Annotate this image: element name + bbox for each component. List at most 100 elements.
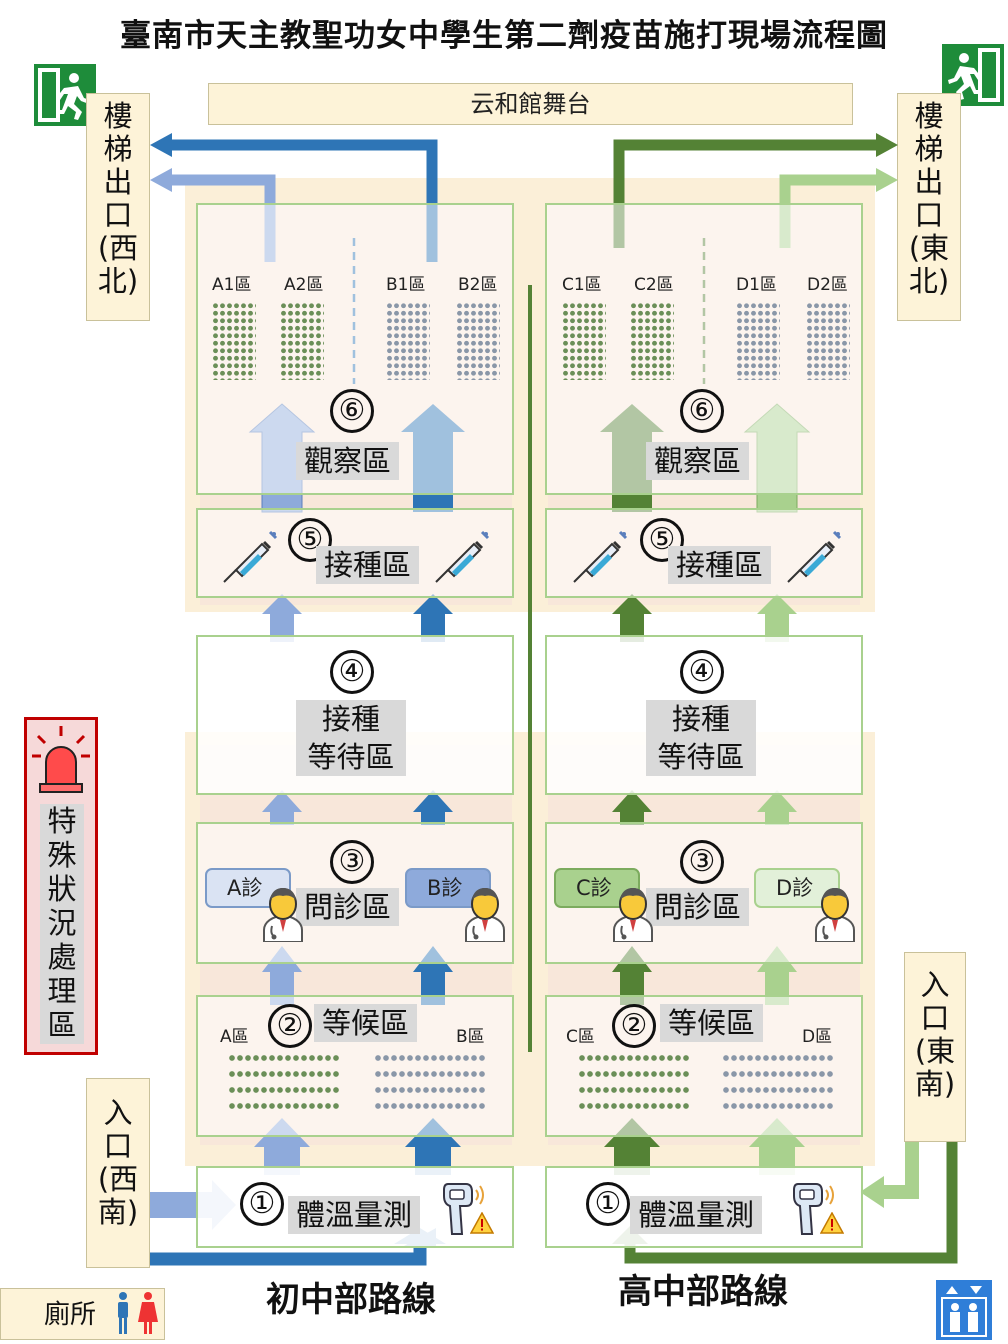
up-arrow-b-inject bbox=[413, 594, 453, 642]
seat-grid-a1 bbox=[212, 302, 256, 380]
special-area-char: 殊 bbox=[47, 838, 77, 872]
seat-grid-waiting-a bbox=[228, 1050, 340, 1116]
elevator-icon bbox=[936, 1280, 992, 1340]
area-label-a2: A2區 bbox=[284, 275, 324, 295]
waiting-label-right: 等候區 bbox=[660, 1004, 764, 1042]
step-number-6-right: ⑥ bbox=[680, 389, 724, 433]
seat-grid-a2 bbox=[280, 302, 324, 380]
exit-northeast-char: 出 bbox=[914, 165, 944, 199]
restroom-box bbox=[0, 1288, 165, 1340]
entrance-route-c bbox=[624, 1142, 958, 1264]
special-area-char: 特 bbox=[47, 804, 77, 838]
seat-grid-b1 bbox=[386, 302, 430, 380]
seat-grid-b2 bbox=[456, 302, 500, 380]
stage-label: 云和館舞台 bbox=[470, 90, 591, 118]
warning-icon bbox=[820, 1212, 844, 1234]
exit-sign-icon bbox=[34, 64, 96, 126]
step-number-5-left: ⑤ bbox=[288, 518, 332, 562]
area-label-b2: B2區 bbox=[458, 275, 498, 295]
entrance-southwest-char: 口 bbox=[103, 1129, 133, 1163]
step-number-2-left: ② bbox=[268, 1004, 312, 1048]
waiting-area-c-label: C區 bbox=[566, 1027, 595, 1047]
syringe-icon bbox=[787, 530, 842, 583]
exit-northwest-char: 梯 bbox=[103, 132, 133, 166]
doctor-icon bbox=[613, 888, 653, 942]
exit-route-c-head bbox=[876, 133, 898, 157]
exit-northeast-char: (東 bbox=[908, 231, 950, 265]
page-title: 臺南市天主教聖功女中學生第二劑疫苗施打現場流程圖 bbox=[120, 18, 888, 54]
exit-northeast-box: 樓 梯 出 口 (東 北) bbox=[897, 93, 961, 321]
wait-inject-line-1: 接種 bbox=[671, 702, 730, 736]
up-arrow-b-temp bbox=[405, 1118, 461, 1175]
step-number-3-right: ③ bbox=[680, 840, 724, 884]
special-area-char: 狀 bbox=[47, 872, 77, 906]
step-number-2-right: ② bbox=[612, 1004, 656, 1048]
exit-northeast-char: 梯 bbox=[914, 132, 944, 166]
up-arrow-d-wait bbox=[757, 790, 797, 825]
observe-label-right: 觀察區 bbox=[646, 442, 750, 480]
entrance-southeast-char: 南) bbox=[914, 1067, 956, 1101]
area-label-a1: A1區 bbox=[212, 275, 252, 295]
observe-label-left: 觀察區 bbox=[296, 442, 400, 480]
entrance-southwest-char: 入 bbox=[103, 1096, 133, 1130]
up-arrow-d-temp bbox=[749, 1118, 805, 1175]
thermometer-icon bbox=[793, 1183, 834, 1235]
special-area-char: 況 bbox=[47, 906, 77, 940]
exit-northeast-char: 樓 bbox=[914, 99, 944, 133]
doctor-icon bbox=[465, 888, 505, 942]
restroom-label: 廁所 bbox=[44, 1300, 97, 1330]
inject-label-left: 接種區 bbox=[316, 546, 420, 584]
area-label-b1: B1區 bbox=[386, 275, 426, 295]
waiting-area-a-label: A區 bbox=[220, 1027, 249, 1047]
exit-route-d-head bbox=[876, 168, 898, 192]
restroom-icon bbox=[118, 1292, 158, 1334]
entrance-southwest-char: 南) bbox=[97, 1195, 139, 1229]
syringe-icon bbox=[435, 530, 490, 583]
temperature-label-right: 體溫量測 bbox=[630, 1196, 763, 1234]
exit-northwest-char: 北) bbox=[97, 264, 139, 298]
doctor-icon bbox=[815, 888, 855, 942]
temperature-label-left: 體溫量測 bbox=[288, 1196, 421, 1234]
up-arrow-b-wait bbox=[413, 790, 453, 825]
up-arrow-c-temp bbox=[604, 1118, 660, 1175]
exit-northwest-char: 出 bbox=[103, 165, 133, 199]
syringe-icon bbox=[223, 530, 278, 583]
up-arrow-c-inject bbox=[612, 594, 652, 642]
area-label-c1: C1區 bbox=[562, 275, 602, 295]
stage-label-box: 云和館舞台 bbox=[208, 83, 853, 125]
exit-northwest-char: 樓 bbox=[103, 99, 133, 133]
consult-label-left: 問診區 bbox=[296, 888, 400, 926]
entrance-route-d bbox=[880, 1142, 919, 1199]
special-area-char: 處 bbox=[47, 940, 77, 974]
area-label-d1: D1區 bbox=[736, 275, 777, 295]
exit-northeast-char: 北) bbox=[908, 264, 950, 298]
seat-grid-waiting-b bbox=[374, 1050, 486, 1116]
consult-label-right: 問診區 bbox=[646, 888, 750, 926]
waiting-label-left: 等候區 bbox=[314, 1004, 418, 1042]
wait-inject-label-right: 接種 等待區 bbox=[646, 700, 756, 776]
seat-grid-waiting-d bbox=[722, 1050, 834, 1116]
step-number-3-left: ③ bbox=[330, 840, 374, 884]
seat-grid-d1 bbox=[736, 302, 780, 380]
exit-northwest-char: (西 bbox=[97, 231, 139, 265]
special-area-char: 理 bbox=[47, 974, 77, 1008]
entrance-route-d-head bbox=[860, 1176, 884, 1208]
exit-northwest-box: 樓 梯 出 口 (西 北) bbox=[86, 93, 150, 321]
up-arrow-a-wait bbox=[262, 790, 302, 825]
wait-inject-label-left: 接種 等待區 bbox=[296, 700, 406, 776]
entrance-southwest-box: 入 口 (西 南) bbox=[86, 1078, 150, 1268]
exit-northeast-char: 口 bbox=[914, 198, 944, 232]
step-number-6-left: ⑥ bbox=[330, 389, 374, 433]
wait-inject-line-1: 接種 bbox=[321, 702, 380, 736]
exit-northwest-char: 口 bbox=[103, 198, 133, 232]
step-number-1-right: ① bbox=[586, 1182, 630, 1226]
up-arrow-a-inject bbox=[262, 594, 302, 642]
up-arrow-c-wait bbox=[612, 790, 652, 825]
alarm-light-icon bbox=[32, 726, 90, 793]
wait-inject-line-2: 等待區 bbox=[657, 740, 745, 774]
thermometer-icon bbox=[443, 1183, 484, 1235]
entrance-southeast-char: 入 bbox=[920, 968, 950, 1002]
step-number-1-left: ① bbox=[240, 1182, 284, 1226]
area-label-c2: C2區 bbox=[634, 275, 674, 295]
wait-inject-line-2: 等待區 bbox=[307, 740, 395, 774]
